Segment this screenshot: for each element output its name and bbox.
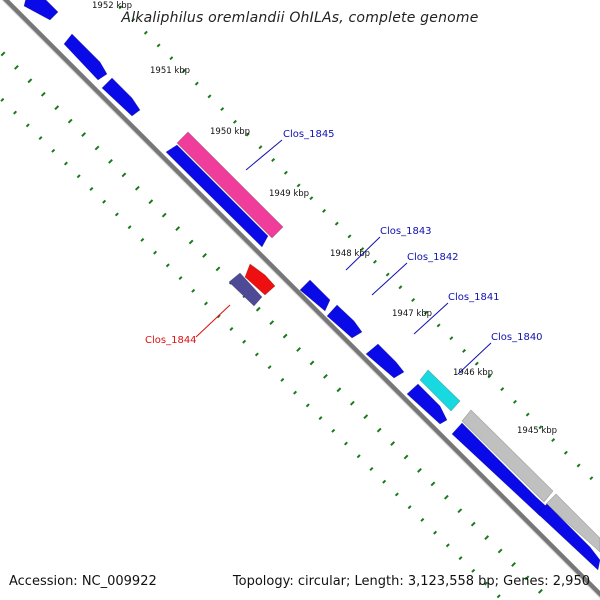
gene-blue-8 <box>406 383 448 425</box>
leader-Clos_1845 <box>245 139 283 171</box>
tick-label-1947-kbp: 1947 kbp <box>392 309 432 319</box>
tick-label-1945-kbp: 1945 kbp <box>517 426 557 436</box>
gene-blue-7 <box>365 343 405 379</box>
tick-label-1946-kbp: 1946 kbp <box>453 368 493 378</box>
gene-blue-10 <box>536 503 600 571</box>
genome-summary: Topology: circular; Length: 3,123,558 bp… <box>232 574 590 589</box>
tick-label-1948-kbp: 1948 kbp <box>330 249 370 259</box>
scale-track-outer <box>118 5 594 481</box>
tick-label-1950-kbp: 1950 kbp <box>210 127 250 137</box>
map-title: Alkaliphilus oremlandii OhILAs, complete… <box>121 10 479 26</box>
label-Clos_1843: Clos_1843 <box>380 226 432 237</box>
gene-blue-6 <box>326 304 363 339</box>
tick-label-1952-kbp: 1952 kbp <box>92 1 132 11</box>
gene-gray-2 <box>545 493 600 553</box>
gene-features <box>23 0 600 571</box>
gene-blue-9 <box>451 422 549 517</box>
leader-Clos_1840 <box>457 342 492 375</box>
leader-Clos_1841 <box>413 302 449 335</box>
kbp-tick-labels: 1952 kbp 1951 kbp 1950 kbp 1949 kbp 1948 kbp… <box>92 1 557 436</box>
gene-blue-3 <box>101 77 141 117</box>
gene-slate-clos1844 <box>228 272 263 307</box>
gene-gray-1 <box>461 409 554 503</box>
label-Clos_1840: Clos_1840 <box>491 332 543 343</box>
leader-Clos_1844 <box>195 304 231 338</box>
gene-blue-2 <box>63 33 108 81</box>
leader-Clos_1842 <box>371 262 408 296</box>
label-Clos_1845: Clos_1845 <box>283 129 335 140</box>
gene-blue-4 <box>165 144 269 248</box>
accession-label: Accession: NC_009922 <box>9 574 157 589</box>
label-Clos_1841: Clos_1841 <box>448 292 500 303</box>
leader-Clos_1843 <box>345 236 381 271</box>
tick-label-1949-kbp: 1949 kbp <box>269 189 309 199</box>
scale-track-mid <box>0 51 543 594</box>
gene-cyan-clos1840 <box>419 369 461 412</box>
gene-blue-1 <box>23 0 59 21</box>
tick-label-1951-kbp: 1951 kbp <box>150 66 190 76</box>
gene-blue-5 <box>299 279 331 312</box>
label-Clos_1842: Clos_1842 <box>407 252 459 263</box>
label-Clos_1844: Clos_1844 <box>145 335 197 346</box>
gene-magenta-clos1845 <box>176 131 284 239</box>
gene-red-clos1844 <box>244 263 276 296</box>
scale-track-inner <box>0 97 501 599</box>
